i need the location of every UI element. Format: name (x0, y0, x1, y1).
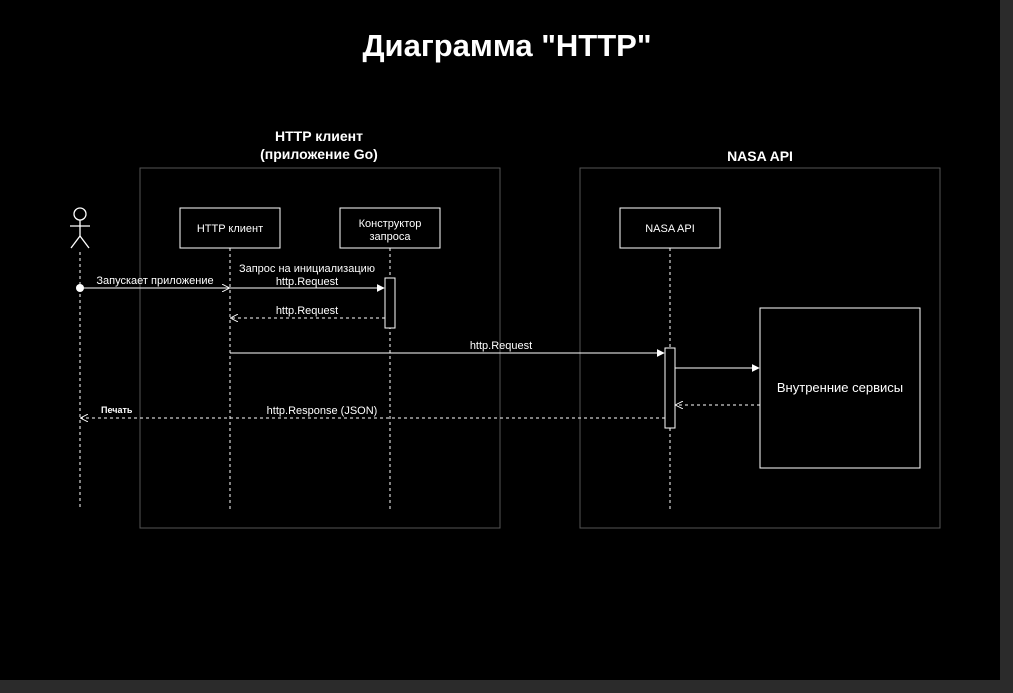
nasa-group-frame (579, 167, 941, 529)
sequence-diagram: Диаграмма "HTTP" HTTP клиент (приложение… (70, 28, 941, 529)
client-group-label-line2: (приложение Go) (260, 146, 378, 162)
nasa-group-label: NASA API (727, 148, 793, 164)
http-client-label: HTTP клиент (197, 223, 263, 235)
return-request-label: http.Request (276, 305, 338, 317)
internal-services-label: Внутренние сервисы (777, 380, 903, 395)
user-actor-icon (70, 207, 90, 249)
init-request-label-line2: http.Request (276, 276, 338, 288)
nasa-api-box[interactable] (619, 207, 721, 249)
diagram-title: Диаграмма "HTTP" (362, 28, 651, 63)
window-frame-right (1000, 0, 1013, 693)
window-frame-bottom (0, 680, 1013, 693)
init-request-label-line1: Запрос на инициализацию (239, 263, 375, 275)
nasa-api-label: NASA API (645, 223, 695, 235)
client-group-label-line1: HTTP клиент (275, 128, 363, 144)
request-builder-label-line2: запроса (370, 231, 412, 243)
print-label: Печать (101, 405, 133, 415)
nasa-activation-bar (664, 347, 676, 429)
start-app-label: Запускает приложение (96, 275, 213, 287)
response-label: http.Response (JSON) (267, 405, 378, 417)
internal-services-box[interactable] (759, 307, 921, 469)
request-builder-box[interactable] (339, 207, 441, 249)
send-request-label: http.Request (470, 340, 532, 352)
request-builder-label-line1: Конструктор (359, 218, 422, 230)
http-client-box[interactable] (179, 207, 281, 249)
client-group-frame (139, 167, 501, 529)
builder-activation-bar (384, 277, 396, 329)
